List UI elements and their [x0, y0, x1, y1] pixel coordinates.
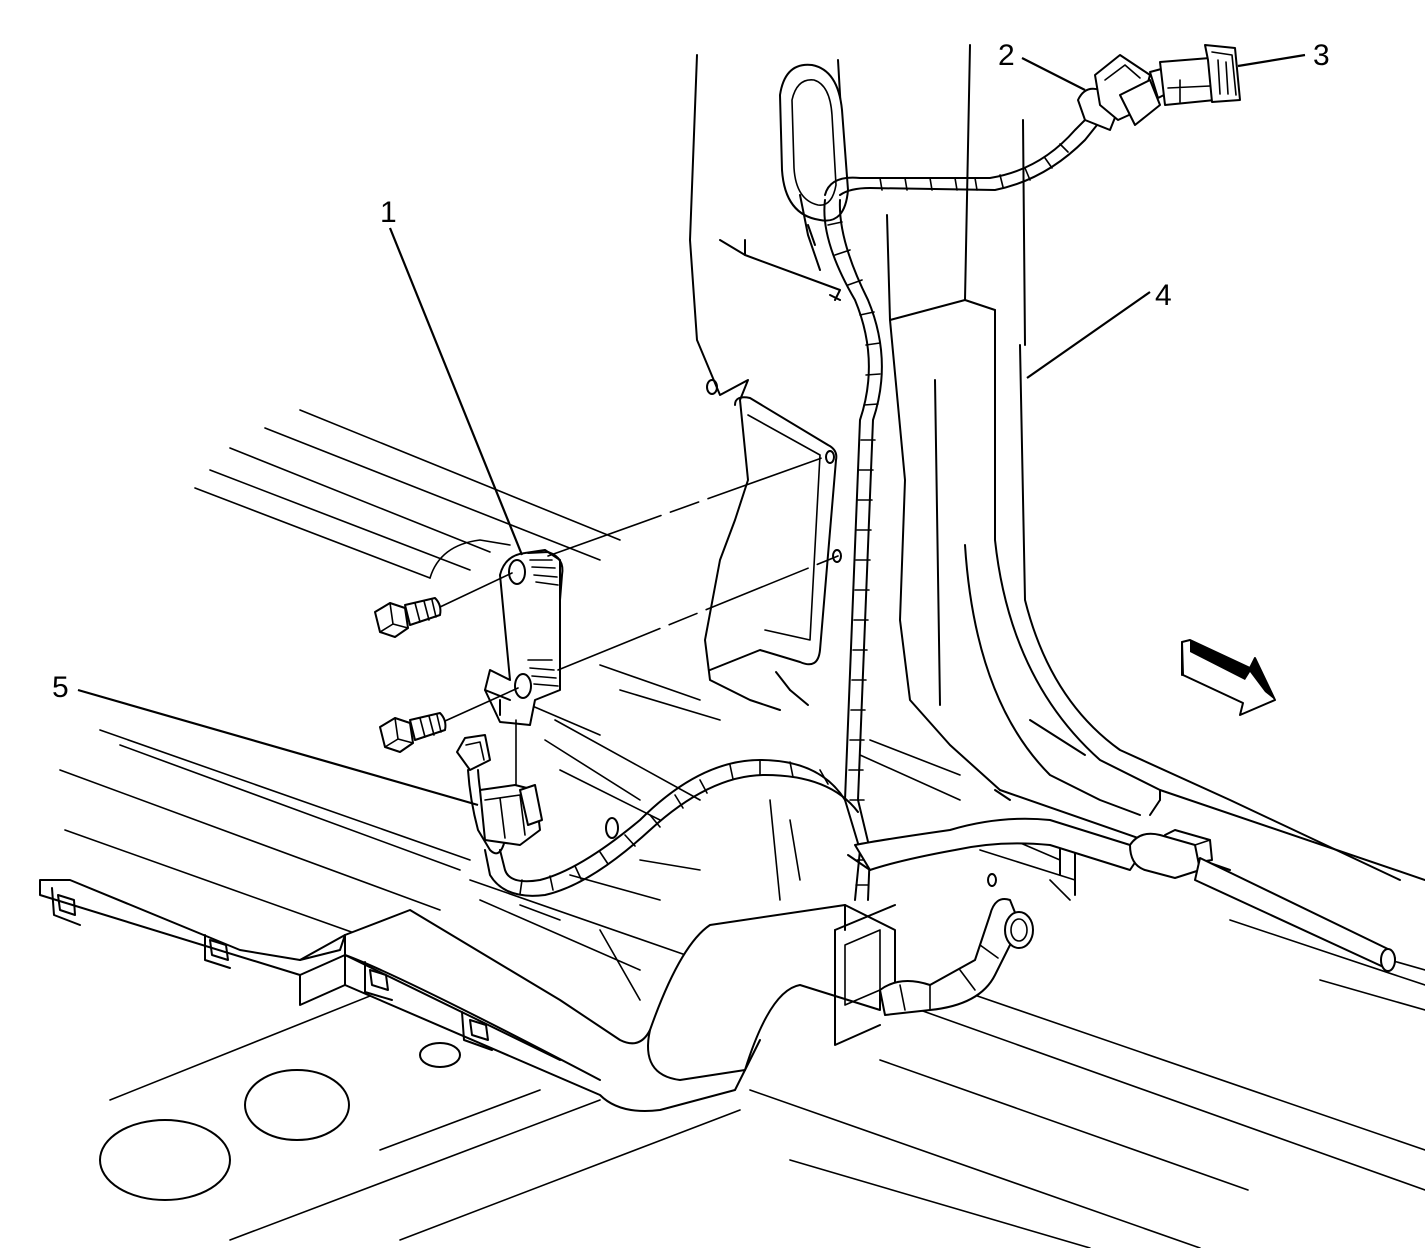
callout-2: 2: [998, 39, 1015, 72]
upper-connectors: [1077, 44, 1241, 131]
leader-4: [1026, 291, 1151, 379]
leader-lines: [77, 53, 1306, 807]
connector-3-body: [1159, 57, 1216, 106]
connector-5-mating: [456, 734, 491, 771]
lower-connector-assembly: [456, 719, 543, 855]
rocker-sill: [39, 879, 896, 1201]
leader-1: [388, 227, 524, 556]
forward-direction-arrow-icon: [1181, 639, 1276, 716]
leader-2: [1021, 57, 1086, 91]
center-pillar: [605, 44, 1425, 896]
connector-3-housing: [1204, 44, 1241, 103]
callout-4: 4: [1155, 279, 1172, 312]
upper-bolt: [374, 597, 442, 638]
callout-1: 1: [380, 196, 397, 229]
wiring-harness: [484, 104, 1396, 1016]
leader-3: [1237, 53, 1306, 68]
leader-5: [77, 688, 479, 807]
callout-5: 5: [52, 671, 69, 704]
lower-bolt: [379, 712, 447, 753]
callout-labels: 1 2 3 4 5: [52, 39, 1330, 704]
callout-3: 3: [1313, 39, 1330, 72]
bracket-assembly: [374, 454, 839, 753]
floor-panel: [59, 409, 1425, 1248]
